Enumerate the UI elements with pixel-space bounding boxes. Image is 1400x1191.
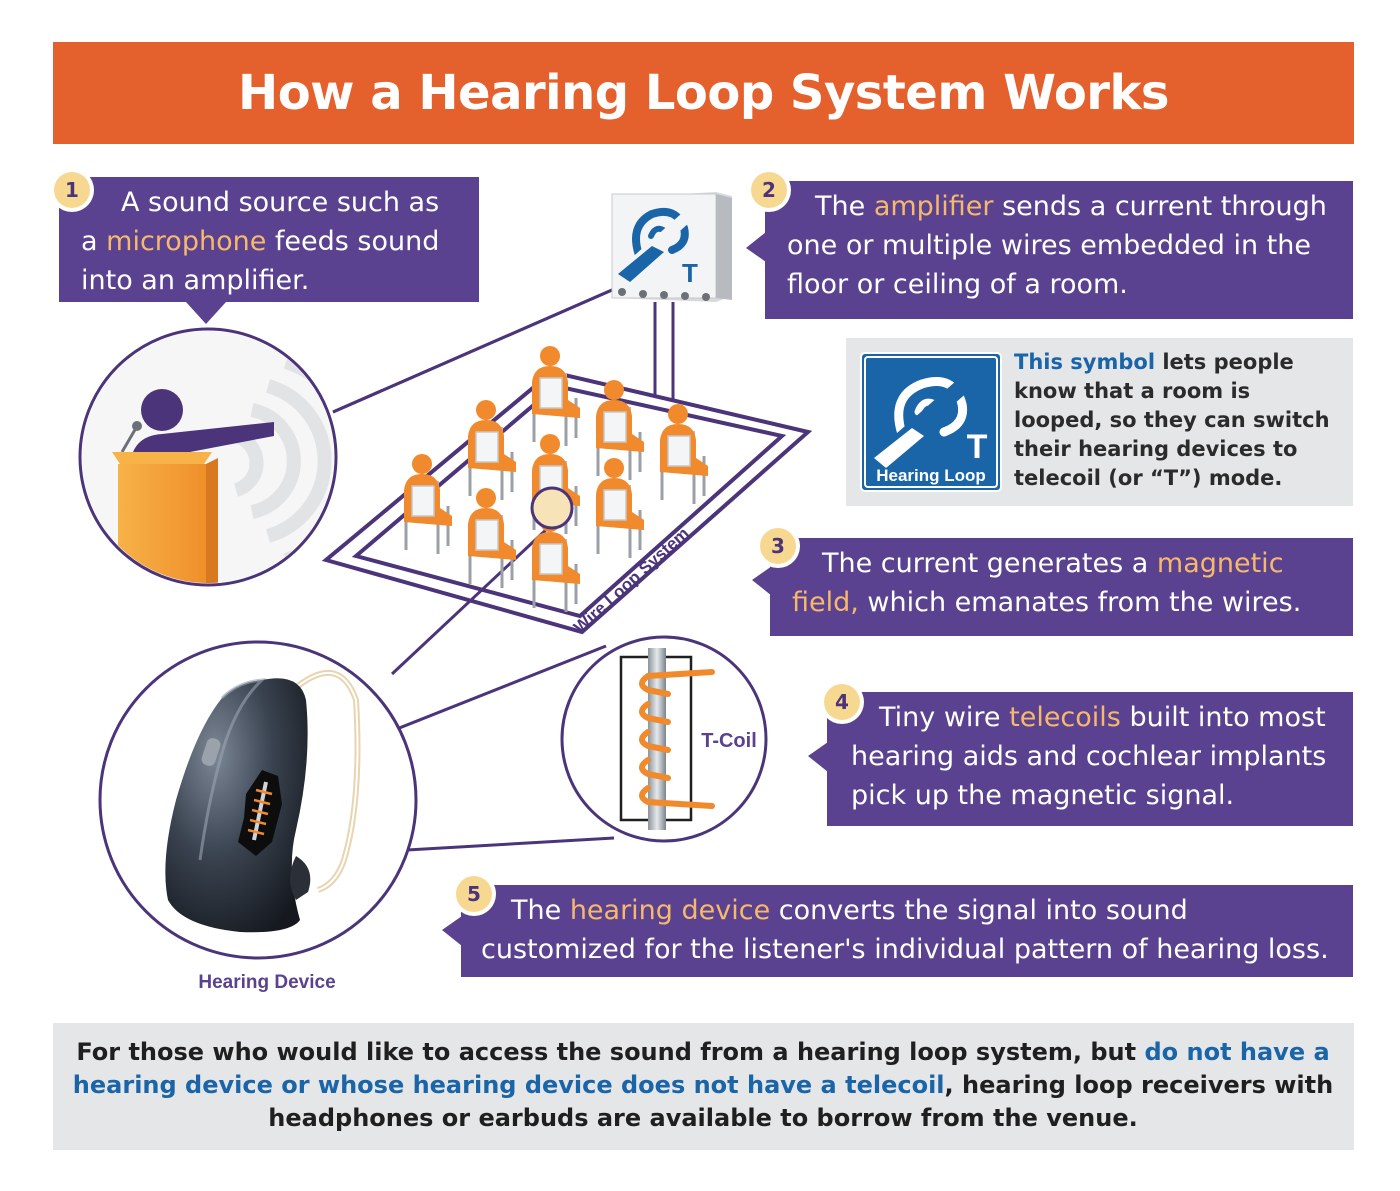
- ear-loop-icon: [614, 207, 694, 283]
- symbol-description: This symbol lets people know that a room…: [1014, 348, 1344, 493]
- symbol-t-letter: T: [967, 428, 988, 466]
- amplifier-t-letter: T: [682, 258, 698, 288]
- step-4-highlight: telecoils: [1009, 702, 1121, 733]
- coil-icon: [639, 669, 715, 809]
- podium-top: [112, 452, 212, 464]
- step-2-text-a: The: [815, 191, 874, 222]
- speaker-circle: [78, 327, 338, 587]
- footer-text-b: , hearing loop receivers with headphones…: [268, 1071, 1334, 1132]
- footer-highlight: do not have a hearing device or whose he…: [72, 1038, 1330, 1099]
- hearing-device-label: Hearing Device: [198, 972, 335, 993]
- title-banner: How a Hearing Loop System Works: [53, 42, 1354, 144]
- step-2-text-b: sends a current through one or multiple …: [787, 191, 1327, 300]
- step-2-callout: The amplifier sends a current through on…: [765, 181, 1353, 319]
- step-3-text-a: The current generates a: [822, 548, 1157, 579]
- footer-panel: [53, 1023, 1354, 1150]
- step-1-text-a: A sound source such as a: [81, 187, 440, 257]
- podium: [118, 464, 206, 583]
- step-2-highlight: amplifier: [873, 191, 994, 222]
- step-4-text-b: built into most hearing aids and cochlea…: [851, 702, 1327, 811]
- ear-loop-icon: [868, 368, 982, 470]
- tcoil-circle: T-Coil: [560, 635, 768, 843]
- hearing-loop-symbol: T Hearing Loop: [860, 352, 1002, 492]
- step-1-text-b: feeds sound into an amplifier.: [81, 226, 440, 296]
- page-title: How a Hearing Loop System Works: [238, 65, 1169, 121]
- chair-icon: [660, 404, 708, 504]
- step-5-text-a: The: [511, 895, 570, 926]
- audience-chairs: [404, 346, 708, 612]
- symbol-label: Hearing Loop: [876, 466, 986, 485]
- footer-note: For those who would like to access the s…: [70, 1036, 1336, 1135]
- amplifier-box: T: [611, 192, 732, 302]
- step-3-badge: 3: [760, 528, 796, 564]
- step-5-text-b: converts the signal into sound customize…: [481, 895, 1329, 965]
- microphone-icon: [120, 427, 138, 453]
- footer-text-a: For those who would like to access the s…: [76, 1038, 1145, 1066]
- step-4-callout: Tiny wire telecoils built into most hear…: [827, 692, 1353, 826]
- step-5-highlight: hearing device: [569, 895, 771, 926]
- chair-icon: [404, 454, 452, 554]
- step-4-text-a: Tiny wire: [879, 702, 1010, 733]
- step-1-highlight: microphone: [106, 226, 267, 257]
- speaker-head: [141, 389, 183, 431]
- chair-icon: [596, 380, 644, 480]
- hearing-aid-icon: [165, 678, 308, 933]
- step-5-badge: 5: [456, 876, 492, 912]
- tcoil-label: T-Coil: [701, 730, 757, 752]
- step-1-badge: 1: [54, 172, 90, 208]
- hearing-device-circle: [98, 640, 418, 960]
- chair-icon: [468, 488, 516, 588]
- focus-point: [530, 486, 574, 530]
- step-1-callout: A sound source such as a microphone feed…: [59, 177, 479, 302]
- step-5-callout: The hearing device converts the signal i…: [461, 885, 1353, 977]
- step-2-badge: 2: [751, 172, 787, 208]
- step-4-badge: 4: [824, 684, 860, 720]
- step-3-text-b: which emanates from the wires.: [858, 587, 1302, 618]
- step-3-highlight: magnetic field,: [792, 548, 1284, 618]
- step-3-callout: The current generates a magnetic field, …: [770, 538, 1353, 636]
- symbol-text-highlight: This symbol: [1014, 350, 1156, 374]
- callout-pointers: [186, 232, 828, 946]
- chair-icon: [468, 400, 516, 500]
- chair-icon: [532, 346, 580, 446]
- chair-icon: [596, 458, 644, 558]
- symbol-text-rest: lets people know that a room is looped, …: [1014, 350, 1330, 490]
- amplifier-connectors: [618, 288, 710, 301]
